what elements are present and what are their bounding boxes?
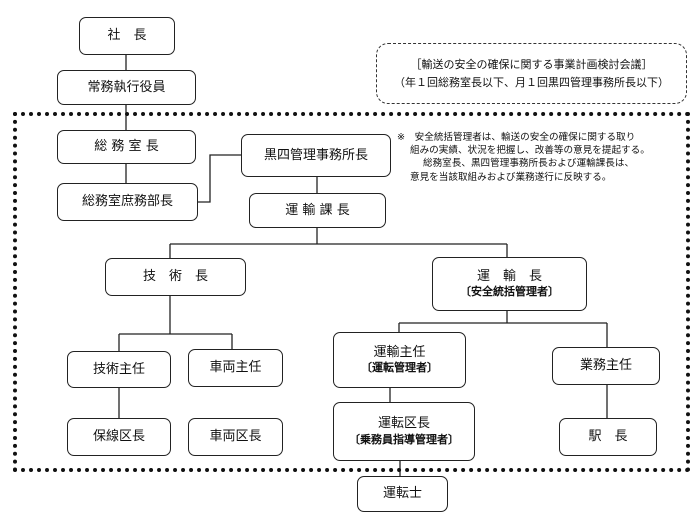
transport-section-head-label: 運 輸 課 長 [285,202,350,218]
driver-label: 運転士 [382,486,422,502]
transport-chief-box: 運輸主任 〔運転管理者〕 [333,332,466,388]
driver-box: 運転士 [357,476,448,512]
vehicle-district-head-box: 車両区長 [188,418,283,456]
safety-note: ※ 安全統括管理者は、輸送の安全の確保に関する取り 組みの実績、状況を把握し、改… [397,131,695,184]
vehicle-chief-box: 車両主任 [188,349,283,387]
line-dept-to-kuroyon [198,154,241,203]
kuroyon-office-head-box: 黒四管理事務所長 [241,134,391,177]
executive-box: 常務執行役員 [57,70,196,105]
meeting-detail: （年１回総務室長以下、月１回黒四管理事務所長以下） [394,75,669,89]
operation-district-head-role: 〔乗務員指導管理者〕 [349,432,459,446]
general-affairs-dept-head-box: 総務室庶務部長 [57,183,198,221]
transport-head-role: 〔安全統括管理者〕 [460,285,559,299]
transport-head-label: 運 輸 長 [476,268,542,284]
president-box: 社 長 [79,17,175,55]
technical-head-label: 技 術 長 [142,269,208,285]
safety-management-scope-border [13,112,690,472]
transport-chief-label: 運輸主任 [373,344,426,360]
technical-head-box: 技 術 長 [105,258,246,296]
vehicle-chief-label: 車両主任 [209,360,262,376]
station-master-box: 駅 長 [559,418,657,456]
meeting-title: ［輸送の安全の確保に関する事業計画検討会議］ [410,58,653,72]
track-district-head-label: 保線区長 [92,429,145,445]
president-label: 社 長 [107,28,147,44]
note-line-3: 総務室長、黒四管理事務所長および運輸課長は、 [423,158,635,170]
transport-head-box: 運 輸 長 〔安全統括管理者〕 [432,257,587,311]
kuroyon-office-head-label: 黒四管理事務所長 [263,147,368,163]
executive-label: 常務執行役員 [87,79,166,95]
planning-meeting-box: ［輸送の安全の確保に関する事業計画検討会議］ （年１回総務室長以下、月１回黒四管… [376,43,687,104]
general-affairs-dept-head-label: 総務室庶務部長 [81,194,173,210]
business-chief-label: 業務主任 [579,358,632,374]
transport-chief-role: 〔運転管理者〕 [361,361,438,375]
vehicle-district-head-label: 車両区長 [209,429,262,445]
general-affairs-head-box: 総 務 室 長 [57,130,196,164]
business-chief-box: 業務主任 [552,347,660,385]
general-affairs-head-label: 総 務 室 長 [94,139,159,155]
note-line-2: 組みの実績、状況を把握し、改善等の意見を提起する。 [410,145,650,157]
station-master-label: 駅 長 [588,429,628,445]
note-line-4: 意見を当該取組みおよび業務遂行に反映する。 [410,171,612,183]
track-district-head-box: 保線区長 [67,418,171,456]
technical-chief-box: 技術主任 [67,351,171,388]
operation-district-head-label: 運転区長 [377,416,430,432]
technical-chief-label: 技術主任 [92,361,145,377]
operation-district-head-box: 運転区長 〔乗務員指導管理者〕 [333,402,475,461]
note-line-1: ※ 安全統括管理者は、輸送の安全の確保に関する取り [397,132,636,143]
transport-section-head-box: 運 輸 課 長 [249,193,386,228]
